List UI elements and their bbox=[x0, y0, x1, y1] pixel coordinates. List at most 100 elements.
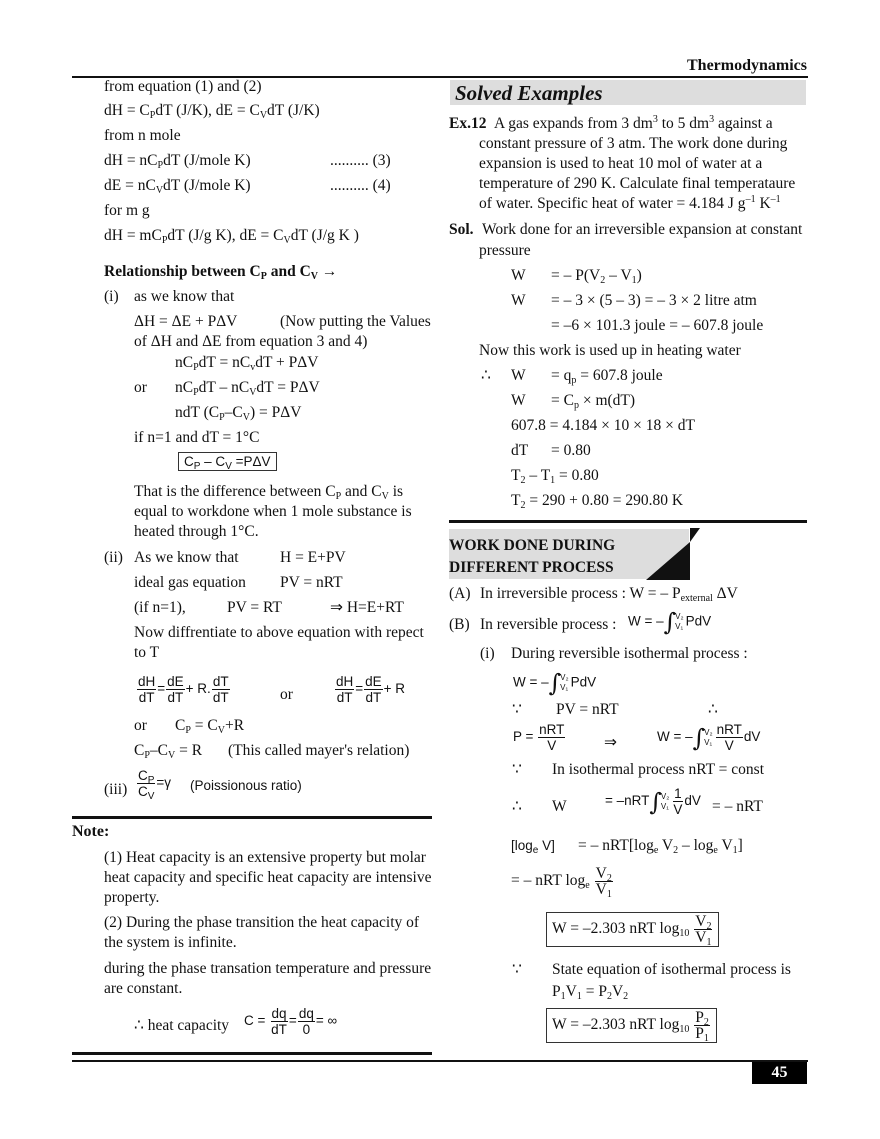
text-line: of ΔH and ΔE from equation 3 and 4) bbox=[134, 333, 368, 350]
equation: PV = RT bbox=[227, 599, 282, 616]
solution-step: dT bbox=[511, 442, 529, 459]
solution-label: Sol. bbox=[449, 221, 474, 238]
solved-examples-band bbox=[450, 80, 806, 105]
equation-4: dE = nCVdT (J/mole K) bbox=[104, 177, 251, 196]
text-line: (if n=1), bbox=[134, 599, 186, 616]
symbol-w: W bbox=[552, 798, 567, 815]
work-done-band bbox=[449, 529, 689, 579]
corner-triangle-icon bbox=[646, 528, 700, 580]
example-text: constant pressure of 3 atm. The work don… bbox=[479, 135, 788, 152]
solution-step: = Cp × m(dT) bbox=[551, 392, 636, 411]
text-line: In reversible process : bbox=[480, 616, 617, 633]
text-line: ∴ heat capacity bbox=[134, 1017, 230, 1034]
text-line: As we know that bbox=[134, 549, 239, 566]
note-text: are constant. bbox=[104, 980, 183, 997]
therefore-icon: ∴ bbox=[512, 798, 522, 815]
item-label: (i) bbox=[104, 288, 119, 305]
equation: nCPdT = nCvdT + PΔV bbox=[175, 354, 319, 373]
text-line: or bbox=[134, 379, 147, 396]
note-text: the system is infinite. bbox=[104, 934, 237, 951]
equation-delta-h: ΔH = ΔE + PΔV bbox=[134, 313, 238, 330]
item-label: (B) bbox=[449, 616, 470, 633]
equation-4-number: .......... (4) bbox=[330, 177, 391, 194]
mayer-relation: CP–CV = R bbox=[134, 742, 203, 761]
log-bracket: [loge V] bbox=[511, 838, 555, 856]
equation: CP = CV+R bbox=[175, 717, 245, 736]
item-label: (A) bbox=[449, 585, 471, 602]
text-line: equal to workdone when 1 mole substance … bbox=[134, 503, 412, 520]
text-line: In isothermal process nRT = const bbox=[552, 761, 765, 778]
example-text: A gas expands from 3 dm3 to 5 dm3 agains… bbox=[494, 114, 773, 133]
equation: ⇒ H=E+RT bbox=[330, 599, 404, 616]
symbol-w: W bbox=[511, 392, 526, 409]
text-line: State equation of isothermal process is bbox=[552, 961, 791, 978]
therefore-icon: ∴ bbox=[481, 367, 491, 384]
because-icon: ∵ bbox=[512, 761, 522, 778]
symbol-w: W bbox=[511, 292, 526, 309]
note-text: (2) During the phase transition the heat… bbox=[104, 914, 420, 931]
text-line: or bbox=[134, 717, 147, 734]
example-text: temperature of 290 K. Calculate final te… bbox=[479, 175, 796, 192]
item-label: (i) bbox=[480, 645, 495, 662]
solution-step: = 0.80 bbox=[551, 442, 591, 459]
solution-text: Now this work is used up in heating wate… bbox=[479, 342, 741, 359]
symbol-w: W bbox=[511, 267, 526, 284]
irreversible-work: In irreversible process : W = – Pexterna… bbox=[480, 585, 738, 604]
page-number: 45 bbox=[771, 1064, 788, 1081]
note-text: heat capacity and specific heat capacity… bbox=[104, 869, 432, 886]
solution-step: = qp = 607.8 joule bbox=[551, 367, 663, 386]
solution-step: 607.8 = 4.184 × 10 × 18 × dT bbox=[511, 417, 695, 434]
equation: PV = nRT bbox=[280, 574, 343, 591]
example-text: expansion is used to heat 10 mol of wate… bbox=[479, 155, 763, 172]
because-icon: ∵ bbox=[512, 961, 522, 978]
equation: nCPdT – nCVdT = PΔV bbox=[175, 379, 320, 398]
example-text: of water. Specific heat of water = 4.184… bbox=[479, 194, 781, 213]
example-label: Ex.12 bbox=[449, 115, 487, 132]
note-text: (1) Heat capacity is an extensive proper… bbox=[104, 849, 426, 866]
text-line: Now diffrentiate to above equation with … bbox=[134, 624, 424, 641]
solution-step: = –6 × 101.3 joule = – 607.8 joule bbox=[551, 317, 764, 334]
boxed-result-cp-cv: CP – CV =PΔV bbox=[178, 452, 277, 472]
item-label: (iii) bbox=[104, 781, 128, 798]
solution-text: Work done for an irreversible expansion … bbox=[482, 221, 803, 238]
text-line: (This called mayer's relation) bbox=[228, 742, 410, 759]
implies-icon: ⇒ bbox=[604, 734, 617, 751]
section-heading-cp-cv: Relationship between CP and CV → bbox=[104, 263, 338, 282]
equation: PV = nRT bbox=[556, 701, 619, 718]
text-line: if n=1 and dT = 1°C bbox=[134, 429, 260, 446]
equation-mass: dH = mCPdT (J/g K), dE = CVdT (J/g K ) bbox=[104, 227, 359, 246]
equation-3-number: .......... (3) bbox=[330, 152, 391, 169]
footer-rule bbox=[72, 1060, 808, 1062]
therefore-icon: ∴ bbox=[708, 701, 718, 718]
note-heading: Note: bbox=[72, 823, 110, 840]
equation: = – nRT bbox=[712, 798, 763, 815]
text-line: heated through 1°C. bbox=[134, 523, 259, 540]
work-done-heading-line2: DIFFERENT PROCESS bbox=[449, 559, 614, 576]
solution-text: pressure bbox=[479, 242, 531, 259]
text-line: (Now putting the Values bbox=[280, 313, 431, 330]
note-text: during the phase transation temperature … bbox=[104, 960, 432, 977]
text-line: to T bbox=[134, 644, 160, 661]
text-line: During reversible isothermal process : bbox=[511, 645, 748, 662]
text-line: from equation (1) and (2) bbox=[104, 78, 262, 95]
bottom-rule-left bbox=[72, 1052, 432, 1055]
solution-step: = – 3 × (5 – 3) = – 3 × 2 litre atm bbox=[551, 292, 757, 309]
text-line: ideal gas equation bbox=[134, 574, 246, 591]
text-line: for m g bbox=[104, 202, 150, 219]
note-text: property. bbox=[104, 889, 160, 906]
equation: ndT (CP–CV) = PΔV bbox=[175, 404, 302, 423]
text-line: from n mole bbox=[104, 127, 181, 144]
text-line: as we know that bbox=[134, 288, 235, 305]
solution-step: T2 – T1 = 0.80 bbox=[511, 467, 599, 486]
solution-step: = – P(V2 – V1) bbox=[551, 267, 642, 286]
text-line: or bbox=[280, 686, 293, 703]
chapter-title: Thermodynamics bbox=[687, 57, 807, 74]
